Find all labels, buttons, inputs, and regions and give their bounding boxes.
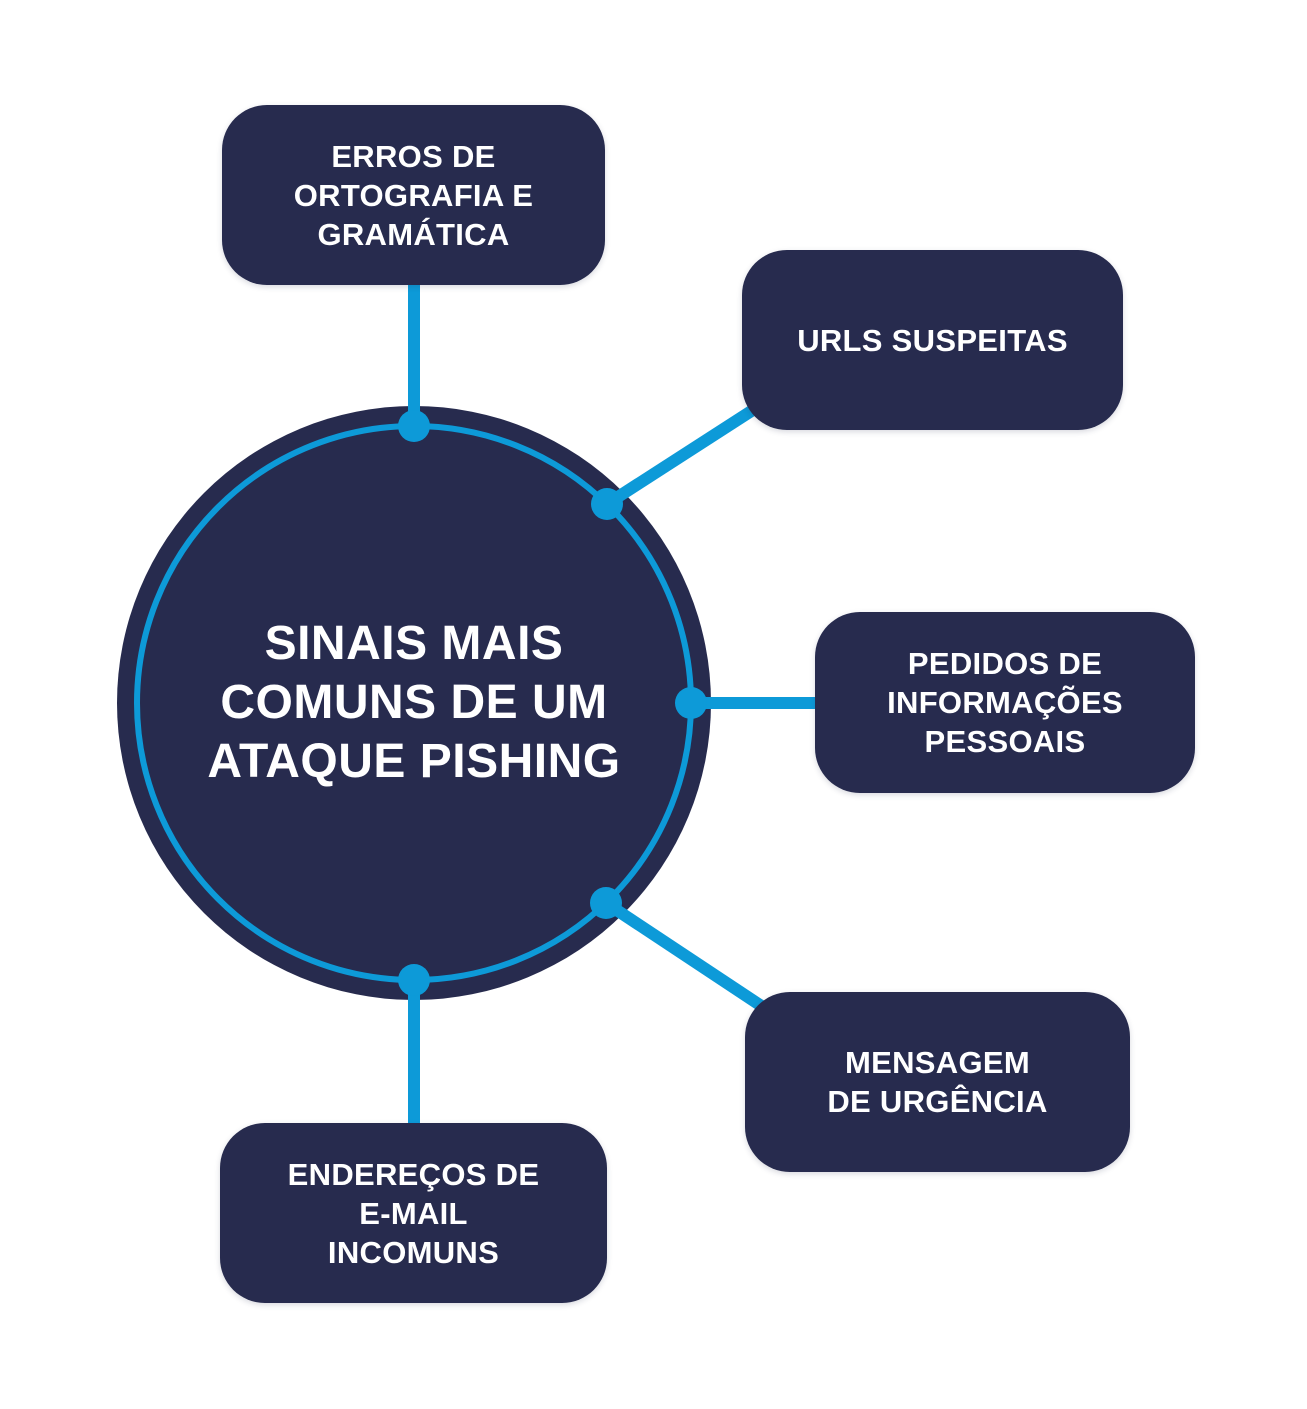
node-urls-suspeitas: URLS SUSPEITAS — [742, 250, 1123, 430]
node-enderecos-email: ENDEREÇOS DE E-MAIL INCOMUNS — [220, 1123, 607, 1303]
center-circle — [117, 406, 711, 1000]
node-mensagem-urgencia: MENSAGEM DE URGÊNCIA — [745, 992, 1130, 1172]
node-enderecos-email-label: ENDEREÇOS DE E-MAIL INCOMUNS — [287, 1156, 540, 1270]
node-erros-ortografia-label: ERROS DE ORTOGRAFIA E GRAMÁTICA — [293, 138, 534, 252]
connector-line-mensagem — [602, 897, 779, 1021]
connector-dot-erros — [398, 410, 430, 442]
connector-dot-mensagem — [590, 887, 622, 919]
center-topic-label: SINAIS MAIS COMUNS DE UM ATAQUE PISHING — [207, 617, 621, 788]
node-pedidos-informacoes-label: PEDIDOS DE INFORMAÇÕES PESSOAIS — [887, 646, 1123, 759]
connector-line-urls — [603, 393, 774, 510]
node-mensagem-urgencia-label: MENSAGEM DE URGÊNCIA — [827, 1045, 1048, 1119]
connector-dot-enderecos — [398, 964, 430, 996]
node-urls-suspeitas-label: URLS SUSPEITAS — [797, 322, 1068, 358]
node-pedidos-informacoes: PEDIDOS DE INFORMAÇÕES PESSOAIS — [815, 612, 1195, 793]
connector-dot-pedidos — [675, 687, 707, 719]
node-erros-ortografia: ERROS DE ORTOGRAFIA E GRAMÁTICA — [222, 105, 605, 285]
connector-dot-urls — [591, 488, 623, 520]
